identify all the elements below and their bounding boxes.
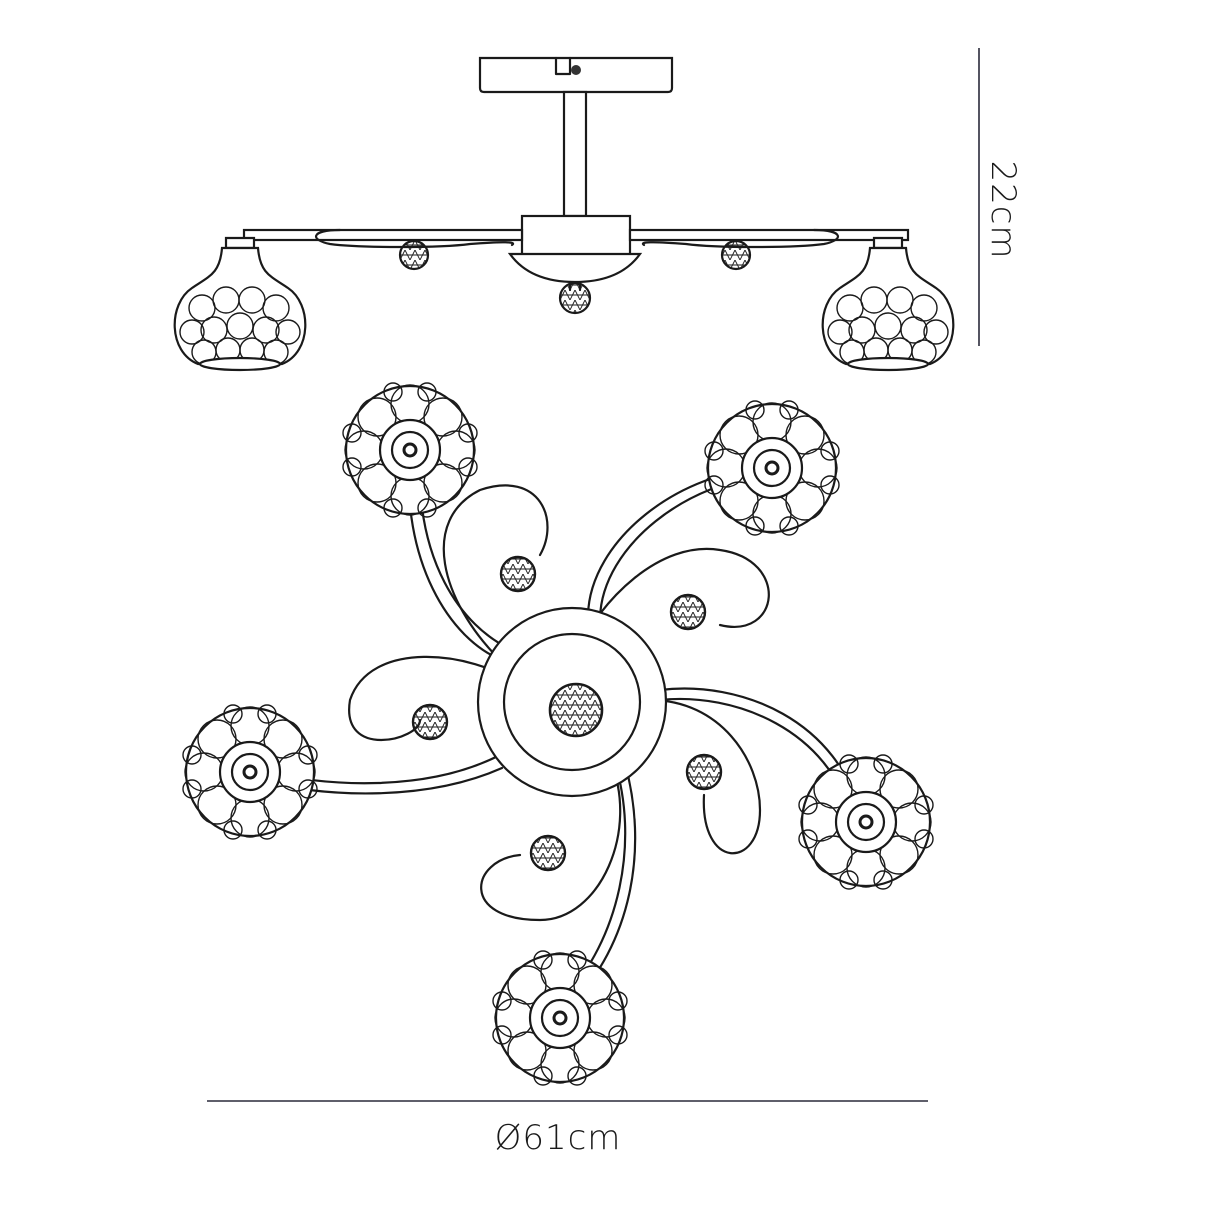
center-hub: [520, 214, 632, 258]
side-elevation: [173, 56, 955, 372]
right-arm: [628, 228, 910, 242]
diameter-dimension-label: Ø61cm: [494, 1118, 622, 1158]
left-arm: [242, 228, 524, 242]
rod: [562, 90, 588, 218]
height-dimension-label: 22cm: [983, 160, 1023, 260]
center-crystal: [548, 682, 604, 738]
center-cup: [507, 252, 643, 284]
plan-view: [181, 381, 935, 1087]
